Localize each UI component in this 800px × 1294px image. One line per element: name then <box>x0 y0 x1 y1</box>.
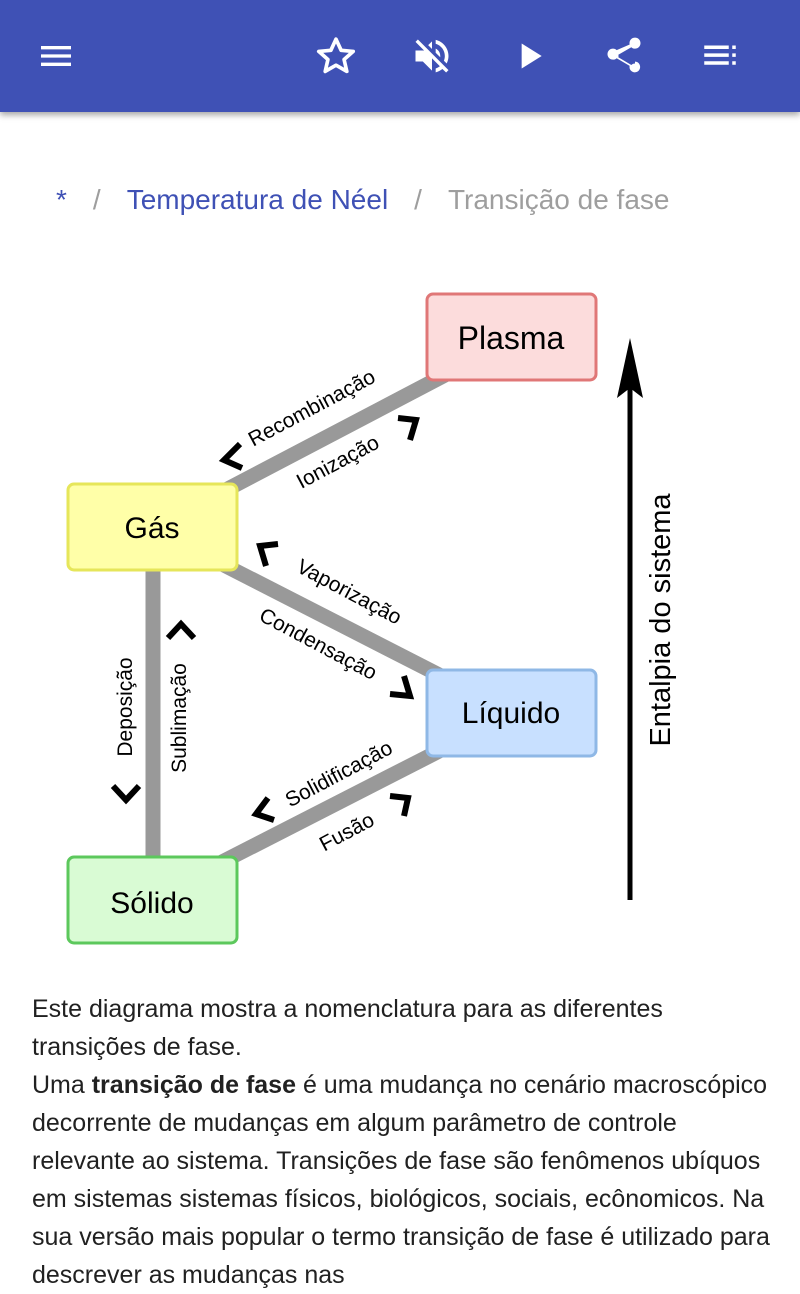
favorite-button[interactable] <box>308 28 364 84</box>
menu-button[interactable] <box>28 28 84 84</box>
solid-label: Sólido <box>110 887 193 920</box>
deposition-label: Deposição <box>114 657 137 756</box>
mute-button[interactable] <box>404 28 460 84</box>
share-button[interactable] <box>596 28 652 84</box>
contents-button[interactable] <box>692 28 748 84</box>
breadcrumb-separator: / <box>92 184 101 215</box>
chevron-right-icon <box>389 675 415 700</box>
breadcrumb-separator: / <box>414 184 422 215</box>
direction-arrows <box>110 415 420 823</box>
play-icon <box>521 43 542 69</box>
article-body: Este diagrama mostra a nomenclatura para… <box>32 990 772 1294</box>
plasma-box <box>425 292 598 382</box>
menu-icon <box>41 46 71 66</box>
solid-box <box>66 855 239 945</box>
breadcrumb-current: Transição de fase <box>447 184 670 215</box>
star-icon <box>316 37 356 74</box>
plasma-label: Plasma <box>458 320 565 356</box>
chevron-right-icon <box>389 793 412 817</box>
play-button[interactable] <box>502 28 558 84</box>
chevron-left-icon <box>251 796 275 823</box>
share-icon <box>607 37 641 73</box>
axis-arrowhead <box>617 338 643 398</box>
connector-liquid-solid <box>218 741 449 869</box>
phase-transition-diagram: Plasma Gás Líquido Sólido Recombinação I… <box>66 292 677 945</box>
article-text: é uma mudança no cenário macroscópico de… <box>32 1071 770 1289</box>
chevron-right-icon <box>397 415 420 441</box>
playlist-icon <box>704 45 736 65</box>
chevron-left-icon <box>218 441 244 471</box>
liquid-label: Líquido <box>462 697 560 730</box>
axis-label: Entalpia do sistema <box>645 493 677 747</box>
breadcrumb: * / Temperatura de Néel / Transição de f… <box>56 180 669 220</box>
gas-label: Gás <box>124 512 179 545</box>
liquid-box <box>425 668 598 758</box>
chevron-down-icon <box>110 783 142 805</box>
chevron-left-icon <box>256 541 279 567</box>
article-caption: Este diagrama mostra a nomenclatura para… <box>32 995 663 1061</box>
article-term: transição de fase <box>91 1071 296 1099</box>
breadcrumb-root-link[interactable]: * <box>56 184 67 215</box>
connector-gas-liquid <box>218 557 449 685</box>
volume-off-icon <box>415 39 449 73</box>
vaporization-label: Vaporização <box>293 555 406 629</box>
sublimation-label: Sublimação <box>168 663 191 773</box>
article-text: Uma <box>32 1071 92 1099</box>
connectors <box>145 368 449 869</box>
breadcrumb-parent-link[interactable]: Temperatura de Néel <box>126 184 389 215</box>
connector-gas-plasma <box>218 368 449 499</box>
article-paragraph: Uma transição de fase é uma mudança no c… <box>32 1066 772 1294</box>
chevron-up-icon <box>165 619 197 641</box>
app-toolbar <box>0 0 800 112</box>
gas-box <box>66 482 239 572</box>
